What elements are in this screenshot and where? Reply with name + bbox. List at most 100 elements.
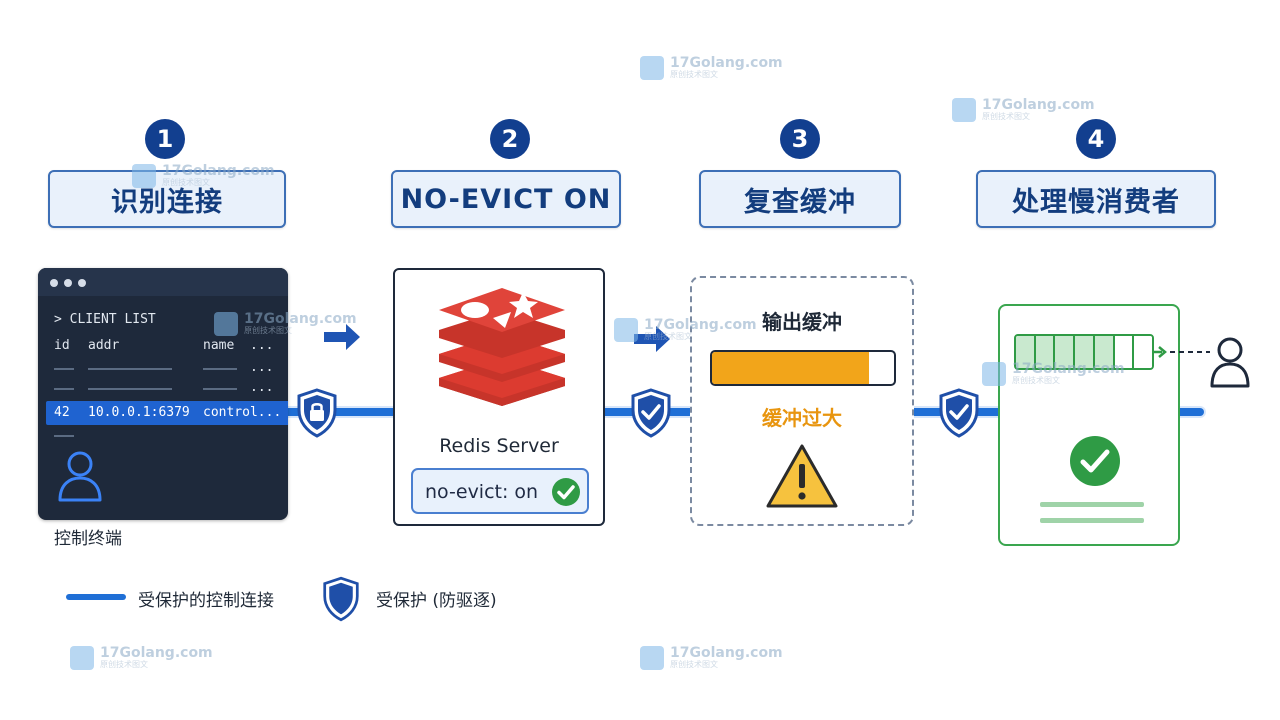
step-4-title: 处理慢消费者	[976, 170, 1216, 228]
dashed-arrow-icon	[1154, 346, 1210, 358]
watermark-text: 17Golang.com	[244, 311, 357, 327]
watermark-text: 17Golang.com	[1012, 361, 1125, 377]
terminal-titlebar	[38, 268, 288, 296]
output-buffer-panel: 输出缓冲 缓冲过大	[690, 276, 914, 526]
queue-cell	[1035, 336, 1056, 368]
watermark-logo-icon	[70, 646, 94, 670]
watermark-text: 17Golang.com	[670, 55, 783, 71]
window-dot-icon	[78, 279, 86, 287]
legend-shield-icon	[323, 576, 359, 622]
placeholder-dash	[54, 388, 74, 390]
lock-shield-icon	[297, 388, 337, 438]
watermark-logo-icon	[132, 164, 156, 188]
control-terminal: > CLIENT LIST id addr name ... ... ... 4…	[38, 268, 288, 520]
watermark-logo-icon	[614, 318, 638, 342]
placeholder-dash	[88, 388, 172, 390]
step-1-badge: 1	[145, 119, 185, 159]
watermark-logo-icon	[214, 312, 238, 336]
watermark-sub: 原创技术图文	[1012, 376, 1060, 385]
redis-server-label: Redis Server	[439, 435, 559, 457]
watermark-logo-icon	[640, 56, 664, 80]
step-3-title: 复查缓冲	[699, 170, 901, 228]
warning-triangle-icon	[766, 444, 838, 508]
placeholder-dash	[203, 388, 237, 390]
placeholder-dash	[54, 368, 74, 370]
watermark-text: 17Golang.com	[162, 163, 275, 179]
legend-line-swatch	[66, 594, 126, 600]
queue-cell	[1055, 336, 1076, 368]
status-line	[1040, 518, 1144, 523]
placeholder-dash	[203, 368, 237, 370]
watermark-logo-icon	[952, 98, 976, 122]
shield-check-icon	[631, 388, 671, 438]
success-check-icon	[1070, 436, 1120, 486]
no-evict-text: no-evict: on	[425, 481, 539, 503]
selected-id: 42	[54, 405, 70, 420]
header-more: ...	[250, 338, 274, 353]
legend-line-label: 受保护的控制连接	[138, 591, 274, 611]
watermark-text: 17Golang.com	[670, 645, 783, 661]
row-more: ...	[250, 360, 274, 375]
no-evict-setting: no-evict: on	[411, 468, 589, 514]
arrow-right-icon	[324, 324, 360, 350]
watermark-sub: 原创技术图文	[162, 178, 210, 187]
step-1-title: 识别连接	[48, 170, 286, 228]
header-id: id	[54, 338, 70, 353]
redis-server-panel: Redis Server no-evict: on	[393, 268, 605, 526]
buffer-usage-bar	[710, 350, 896, 386]
step-2-badge: 2	[490, 119, 530, 159]
queue-cell	[1094, 336, 1115, 368]
message-queue	[1014, 334, 1154, 370]
step-2-title: NO-EVICT ON	[391, 170, 621, 228]
legend-shield-label: 受保护 (防驱逐)	[376, 591, 497, 611]
placeholder-dash	[54, 435, 74, 437]
watermark-text: 17Golang.com	[982, 97, 1095, 113]
check-circle-icon	[552, 478, 580, 506]
terminal-command: > CLIENT LIST	[54, 312, 156, 327]
watermark-logo-icon	[640, 646, 664, 670]
consumer-user-icon	[1210, 337, 1250, 388]
arrow-right-icon	[634, 326, 670, 352]
queue-cell	[1016, 336, 1036, 368]
header-name: name	[203, 338, 235, 353]
watermark-text: 17Golang.com	[644, 317, 757, 333]
queue-cell	[1114, 336, 1135, 368]
watermark-sub: 原创技术图文	[244, 326, 292, 335]
queue-cell	[1134, 336, 1152, 368]
slow-consumer-panel	[998, 304, 1210, 546]
output-buffer-label: 输出缓冲	[762, 310, 842, 334]
buffer-usage-fill	[712, 352, 869, 384]
selected-name: control...	[203, 405, 282, 420]
user-icon	[58, 451, 102, 502]
watermark-sub: 原创技术图文	[100, 660, 148, 669]
window-dot-icon	[64, 279, 72, 287]
status-line	[1040, 502, 1144, 507]
redis-logo-icon	[439, 288, 565, 406]
buffer-warning-text: 缓冲过大	[762, 406, 842, 430]
placeholder-dash	[88, 368, 172, 370]
watermark-logo-icon	[982, 362, 1006, 386]
terminal-caption: 控制终端	[54, 529, 122, 549]
header-addr: addr	[88, 338, 120, 353]
watermark-text: 17Golang.com	[100, 645, 213, 661]
watermark-sub: 原创技术图文	[670, 70, 718, 79]
selected-addr: 10.0.0.1:6379	[88, 405, 190, 420]
shield-check-icon	[939, 388, 979, 438]
queue-cell	[1075, 336, 1095, 368]
watermark-sub: 原创技术图文	[670, 660, 718, 669]
selected-client-row[interactable]	[46, 401, 288, 425]
step-4-badge: 4	[1076, 119, 1116, 159]
row-more: ...	[250, 380, 274, 395]
watermark-sub: 原创技术图文	[982, 112, 1030, 121]
window-dot-icon	[50, 279, 58, 287]
watermark-sub: 原创技术图文	[644, 332, 692, 341]
step-3-badge: 3	[780, 119, 820, 159]
